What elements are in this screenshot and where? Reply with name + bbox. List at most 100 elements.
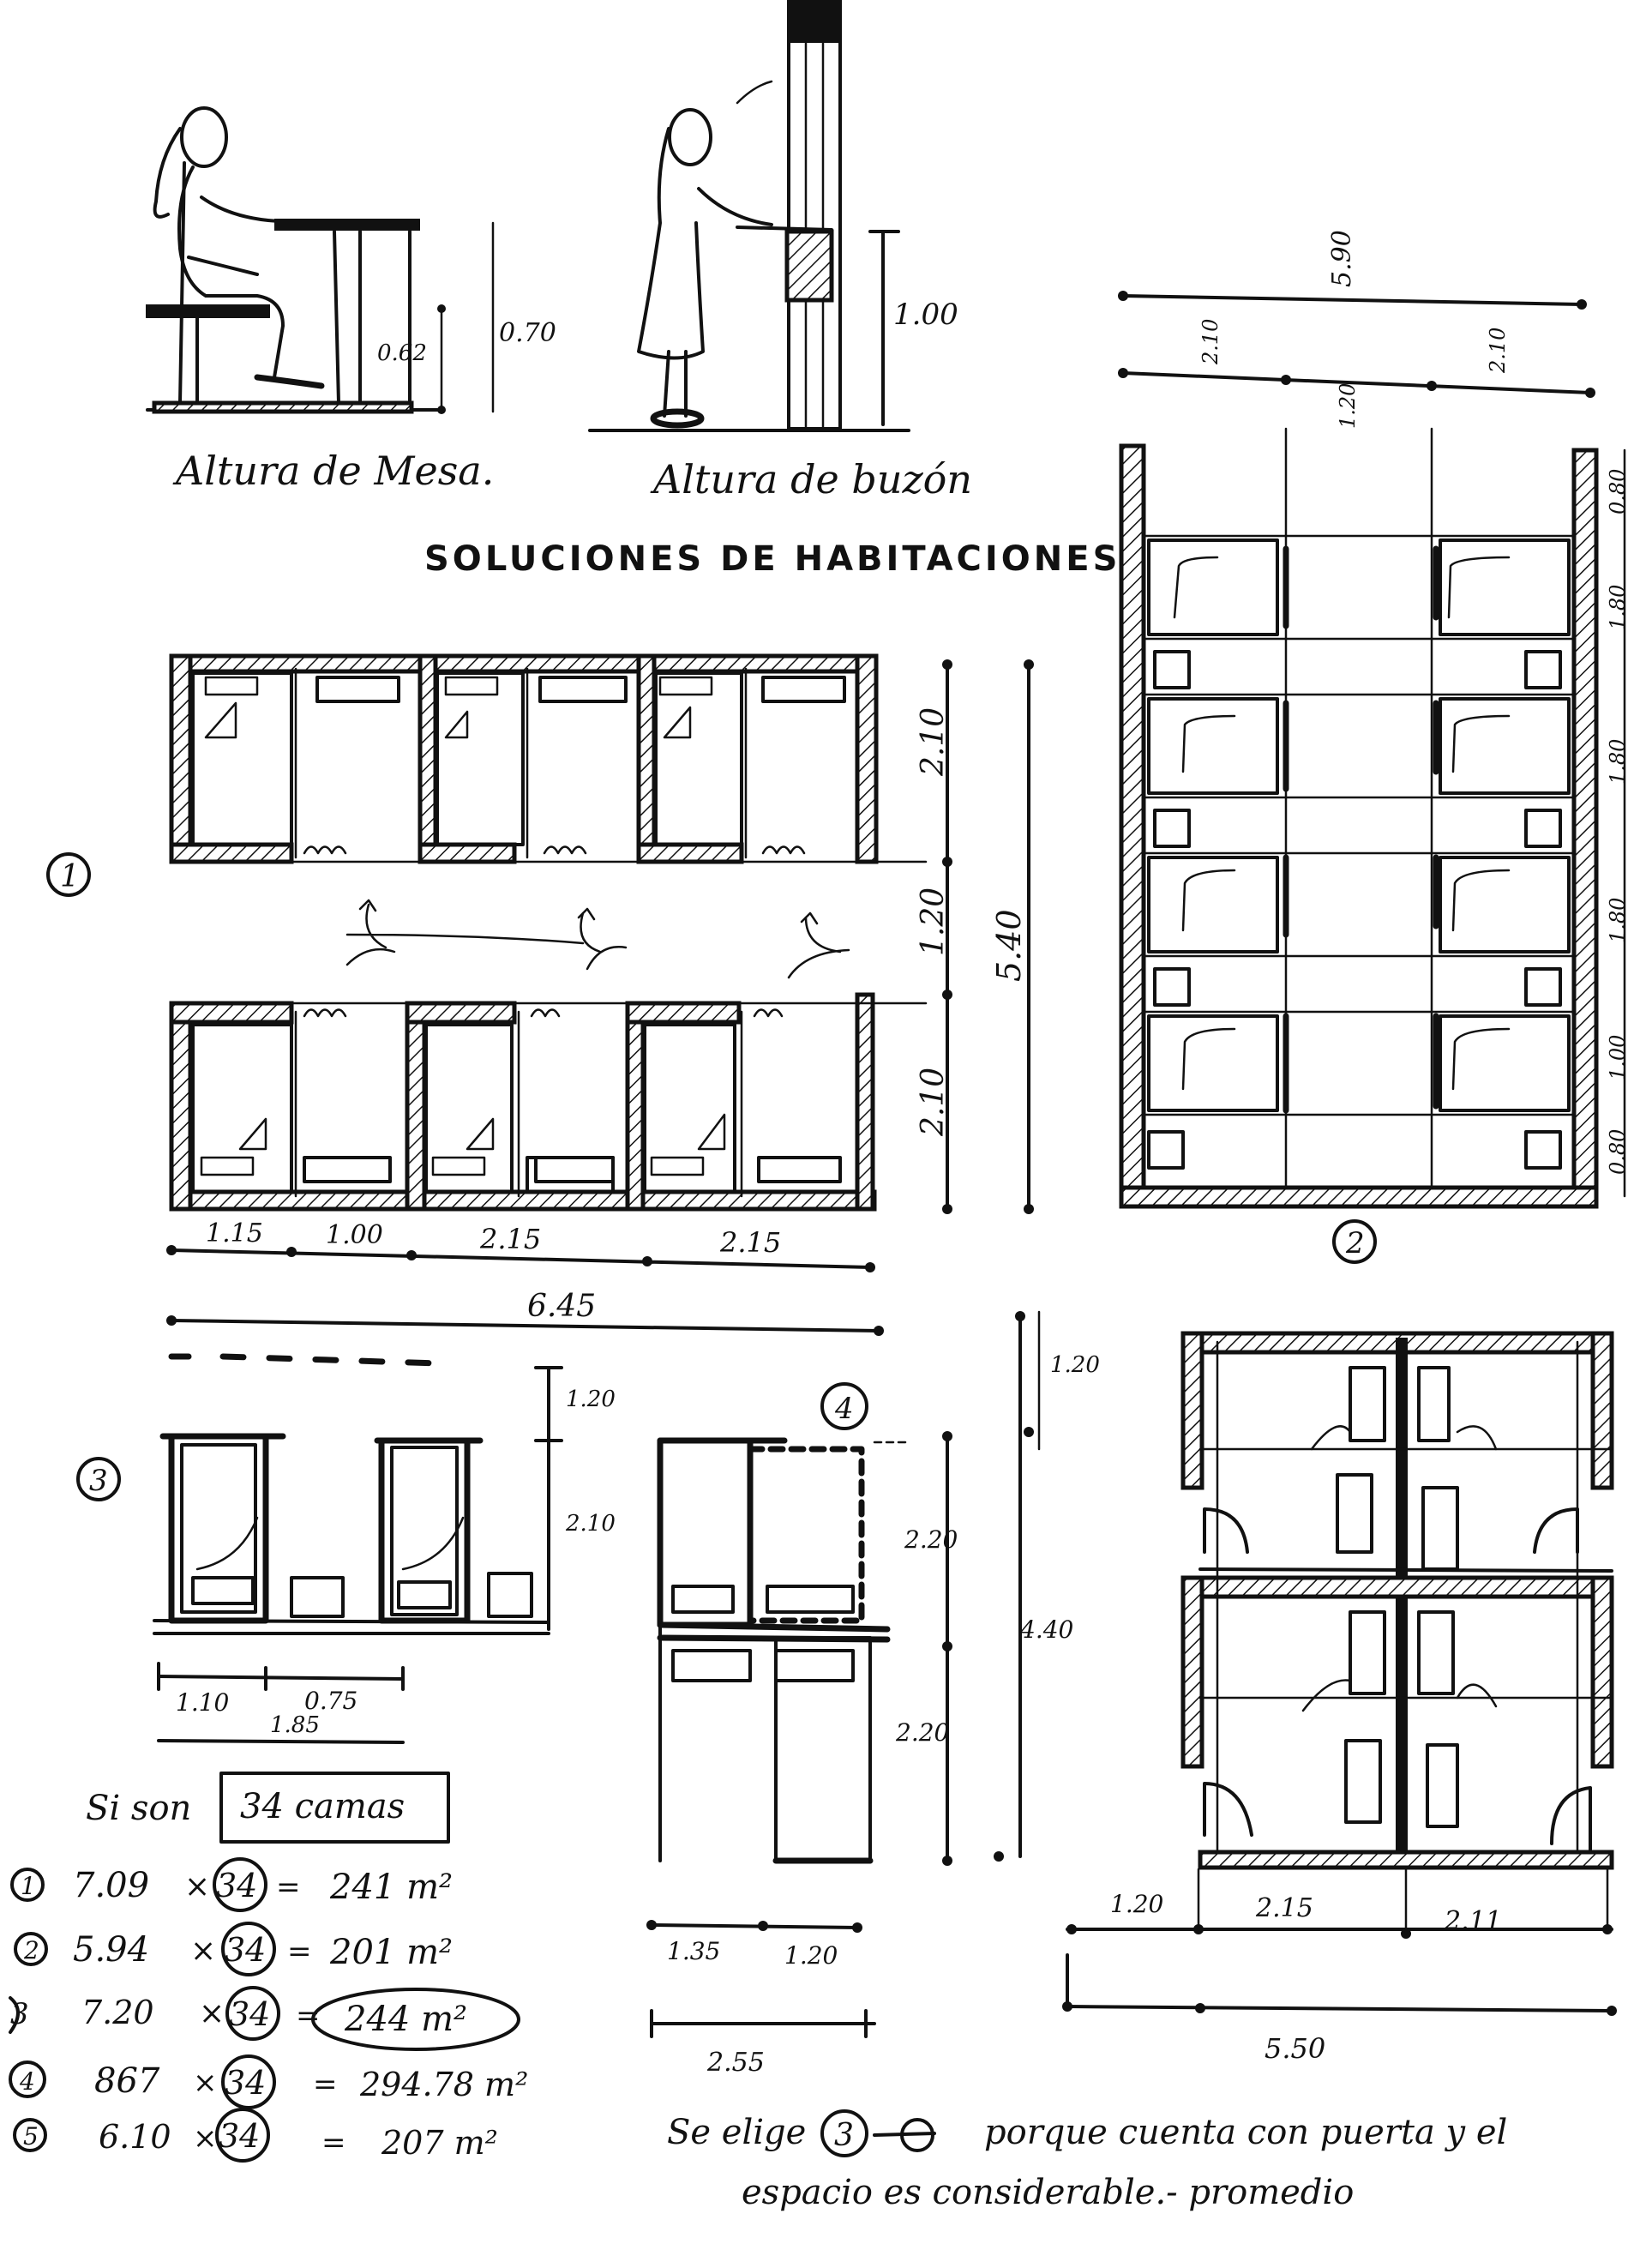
calc-row-factor: 6.10	[99, 2118, 171, 2156]
mailbox-caption: Altura de buzón	[650, 456, 972, 502]
calc-row-beds: 34	[219, 2117, 260, 2155]
svg-text:×: ×	[184, 1869, 210, 1904]
circulation-arrows	[345, 899, 850, 979]
solution-3-number: 3	[89, 1464, 108, 1498]
conclusion-line2: espacio es considerable.- promedio	[742, 2173, 1354, 2212]
solution-1-number: 1	[60, 859, 80, 894]
calc-row-number: 1	[21, 1872, 36, 1900]
solution-2-dim-r4: 1.80	[1606, 898, 1630, 943]
solution-2-dim-r6: 0.80	[1606, 1129, 1630, 1175]
bed-icon	[1147, 538, 1289, 636]
bed-icon	[191, 1023, 293, 1194]
solution-1-dim-v3: 2.10	[916, 1068, 951, 1137]
solution-4-dim-v2: 2.20	[895, 1718, 949, 1747]
svg-text:=: =	[287, 1934, 312, 1969]
bed-icon	[1147, 1013, 1289, 1114]
bed-icon	[1147, 697, 1289, 795]
bed-icon	[1301, 1610, 1386, 1712]
bed-icon	[643, 1023, 736, 1194]
calc-row: 3 7.20 × 34 = 244 m²	[9, 1986, 520, 2051]
calc-row-factor: 7.20	[81, 1994, 154, 2031]
solution-1-dim-total-h: 6.45	[527, 1289, 596, 1324]
svg-text:=: =	[321, 2126, 346, 2160]
bed-icon	[191, 1516, 259, 1605]
solution-2-dim-r5: 1.00	[1606, 1035, 1630, 1080]
solution-5-dim-h1: 1.20	[1110, 1890, 1163, 1918]
svg-text:×: ×	[190, 1934, 216, 1969]
calc-row-number: 2	[23, 1936, 39, 1964]
desk-caption: Altura de Mesa.	[172, 448, 494, 494]
solution-4-dim-v1: 2.20	[904, 1525, 958, 1554]
calc-intro: Si son	[86, 1789, 191, 1828]
calc-row-result: 207 m²	[381, 2124, 498, 2162]
solution-5-dim-h3: 2.11	[1444, 1906, 1502, 1936]
calc-box: 34 camas	[240, 1787, 405, 1826]
desk-table-dim: 0.70	[499, 318, 556, 348]
solution-2-dim-top-2: 1.20	[1336, 383, 1360, 429]
solution-1-dim-h2: 1.00	[326, 1220, 383, 1250]
calc-row-result: 294.78 m²	[359, 2066, 528, 2103]
solution-5-dim-v2: 4.40	[1019, 1615, 1073, 1644]
calc-row-number: 5	[23, 2122, 39, 2151]
solution-1-dim-total-v: 5.40	[990, 909, 1028, 982]
desk-seat-dim: 0.62	[377, 340, 427, 366]
solution-5-dim-h2: 2.15	[1255, 1893, 1313, 1923]
conclusion-line1-post: porque cuenta con puerta y el	[984, 2113, 1507, 2152]
calc-row-number: 4	[19, 2067, 35, 2096]
desk-height-figure: 0.62 0.70 Altura de Mesa.	[146, 106, 556, 494]
bed-icon	[436, 671, 525, 846]
desk-icon	[315, 676, 846, 703]
calc-row-beds: 34	[229, 1995, 270, 2033]
page-title: SOLUCIONES DE HABITACIONES	[424, 539, 1120, 579]
bed-icon	[1433, 1013, 1571, 1112]
solution-3-dim-h2: 0.75	[304, 1687, 357, 1715]
bed-icon	[1433, 697, 1571, 795]
calc-row-beds: 34	[225, 2064, 266, 2102]
solution-2-dim-top-1: 2.10	[1198, 319, 1222, 365]
calc-row: 2 5.94 × 34 = 201 m²	[14, 1922, 453, 1976]
solution-1-dim-v2: 1.20	[916, 887, 951, 956]
desk-icon	[303, 1156, 842, 1183]
svg-text:×: ×	[199, 1996, 225, 2031]
bed-icon	[1310, 1366, 1386, 1451]
solution-2-dim-r2: 1.80	[1606, 585, 1630, 630]
bed-icon	[1433, 854, 1571, 954]
solution-2-dim-top-3: 2.10	[1486, 328, 1510, 374]
conclusion-note: Se elige 3 porque cuenta con puerta y el…	[667, 2109, 1507, 2212]
calc-row-result: 201 m²	[329, 1933, 453, 1972]
conclusion-line1-pre: Se elige	[667, 2113, 806, 2152]
calc-row: 4 867 × 34 = 294.78 m²	[9, 2054, 528, 2109]
solution-4-dim-h2: 1.20	[784, 1941, 838, 1970]
solution-4-dim-h1: 1.35	[667, 1937, 720, 1965]
calc-row-factor: 5.94	[73, 1930, 149, 1970]
solution-2-dim-r3: 1.80	[1606, 739, 1630, 785]
solution-3-dim-corridor: 1.20	[566, 1387, 616, 1412]
solution-4-dim-total: 2.55	[706, 2048, 765, 2078]
bed-icon	[191, 671, 293, 846]
solution-3-dim-h1: 1.10	[176, 1688, 229, 1717]
calc-row-result: 241 m²	[329, 1868, 453, 1907]
solution-3-plan: 3 1.20 2.10 1.10 0.75 1.85	[76, 1353, 616, 1744]
solution-2-plan: 5.90 2.10 1.20 2.10 0	[1118, 230, 1630, 1264]
conclusion-line1-num: 3	[834, 2118, 854, 2153]
solution-1-dim-h1: 1.15	[206, 1218, 263, 1248]
seated-person-icon	[153, 106, 325, 405]
solution-2-dim-r1: 0.80	[1606, 469, 1630, 514]
calc-row-result: 244 m²	[344, 2000, 467, 2039]
bed-icon	[424, 1023, 514, 1194]
bed-icon	[397, 1516, 465, 1609]
svg-text:=: =	[276, 1870, 301, 1904]
area-calculation: Si son 34 camas 1 7.09 × 34 = 241 m² 2 5…	[9, 1772, 528, 2163]
bed-icon	[1417, 1366, 1498, 1451]
solution-3-dim-total: 1.85	[270, 1712, 320, 1738]
svg-text:×: ×	[193, 2066, 218, 2100]
bed-icon	[654, 671, 743, 846]
solution-5-dim-v1: 1.20	[1050, 1352, 1100, 1378]
calc-row-beds: 34	[216, 1867, 257, 1904]
calc-row-factor: 867	[94, 2061, 160, 2101]
solution-5-plan: 1.20 4.40 1.20	[994, 1310, 1617, 2065]
solution-1-dim-v1: 2.10	[916, 707, 951, 777]
solution-1-plan: 1	[46, 653, 1034, 1336]
mailbox-dim: 1.00	[893, 298, 958, 332]
